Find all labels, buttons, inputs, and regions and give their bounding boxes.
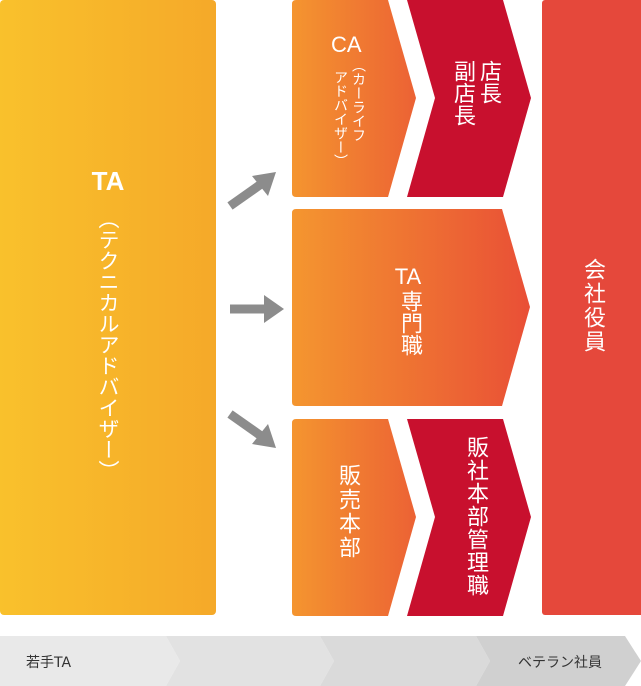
- store-manager-line1: 店長: [476, 60, 501, 104]
- timeline-bar: [0, 636, 641, 686]
- timeline-start-label: 若手TA: [26, 655, 72, 671]
- ta-specialist-line1: TA: [394, 264, 422, 289]
- executive-box: 会社役員: [542, 0, 641, 615]
- ta-subtitle: （テクニカルアドバイザー）: [96, 208, 120, 481]
- sales-hq-management-box-shape: [407, 419, 531, 616]
- sales-hq-box-shape: [292, 419, 416, 616]
- arrow-up-right-icon: [227, 172, 276, 210]
- arrow-right-icon: [230, 295, 284, 323]
- timeline-end-label: ベテラン社員: [518, 655, 602, 671]
- executive-label: 会社役員: [580, 258, 605, 354]
- ta-title: TA: [91, 166, 125, 196]
- store-manager-line2: 副店長: [450, 60, 475, 126]
- ca-subtitle-line2: アドバイザー）: [332, 70, 348, 168]
- ta-box: TA （テクニカルアドバイザー）: [0, 0, 216, 615]
- arrow-down-right-icon: [227, 410, 276, 448]
- ca-title: CA: [331, 32, 362, 57]
- sales-hq-label: 販売本部: [335, 464, 360, 560]
- sales-hq-management-label: 販社本部管理職: [463, 436, 488, 597]
- ta-specialist-line2: 専門職: [397, 290, 422, 356]
- ca-subtitle-line1: （カーライフ: [350, 58, 366, 142]
- store-manager-box-shape: [407, 0, 531, 197]
- ta-specialist-box-shape: [292, 209, 530, 406]
- ca-box-shape: [292, 0, 416, 197]
